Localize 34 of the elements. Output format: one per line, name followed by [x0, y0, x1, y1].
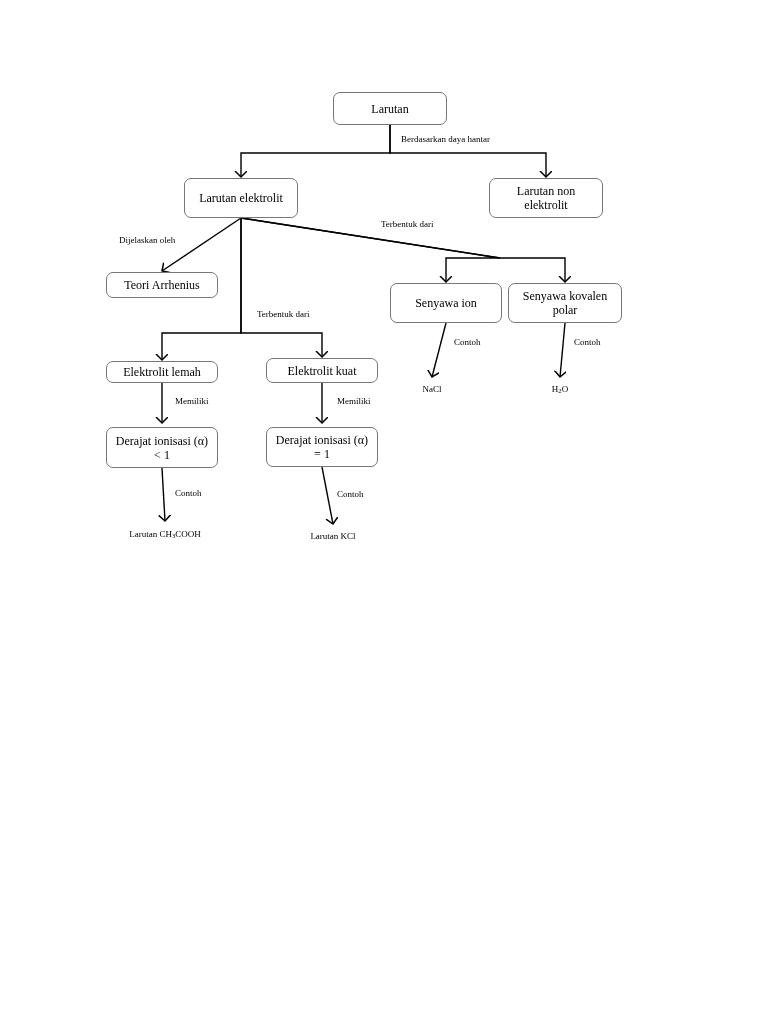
arrow [321, 466, 339, 525]
arrow [315, 382, 329, 424]
arrow [157, 467, 172, 522]
edge-label: Contoh [573, 337, 602, 348]
arrow [240, 217, 329, 358]
edge-label: Contoh [174, 488, 203, 499]
arrow [240, 217, 572, 283]
concept-box: Derajat ionisasi (α) < 1 [106, 427, 218, 468]
arrow [161, 217, 242, 274]
edge-label: Terbentuk dari [380, 219, 435, 230]
edge-label: Contoh [453, 337, 482, 348]
edge-label: Memiliki [336, 396, 372, 407]
concept-box: Teori Arrhenius [106, 272, 218, 298]
arrow [553, 322, 568, 378]
arrow [155, 382, 169, 424]
example-text: Larutan CH$_{3}$COOH [104, 525, 226, 543]
concept-box: Elektrolit kuat [266, 358, 378, 383]
arrow [389, 124, 553, 178]
example-text: H$_{2}$O [542, 381, 578, 397]
example-text: Larutan KCl [290, 528, 376, 544]
concept-box: Derajat ionisasi (α) = 1 [266, 427, 378, 467]
concept-box: Larutan elektrolit [184, 178, 298, 218]
example-text: NaCl [414, 381, 450, 397]
edge-label: Terbentuk dari [256, 309, 311, 320]
concept-box: Senyawa ion [390, 283, 502, 323]
concept-box: Senyawa kovalen polar [508, 283, 622, 323]
edge-label: Berdasarkan daya hantar [400, 134, 491, 145]
edge-label: Dijelaskan oleh [118, 235, 177, 246]
concept-box: Larutan [333, 92, 447, 125]
edge-label: Contoh [336, 489, 365, 500]
edge-label: Memiliki [174, 396, 210, 407]
concept-box: Elektrolit lemah [106, 361, 218, 383]
arrow [426, 322, 447, 378]
concept-box: Larutan non elektrolit [489, 178, 603, 218]
